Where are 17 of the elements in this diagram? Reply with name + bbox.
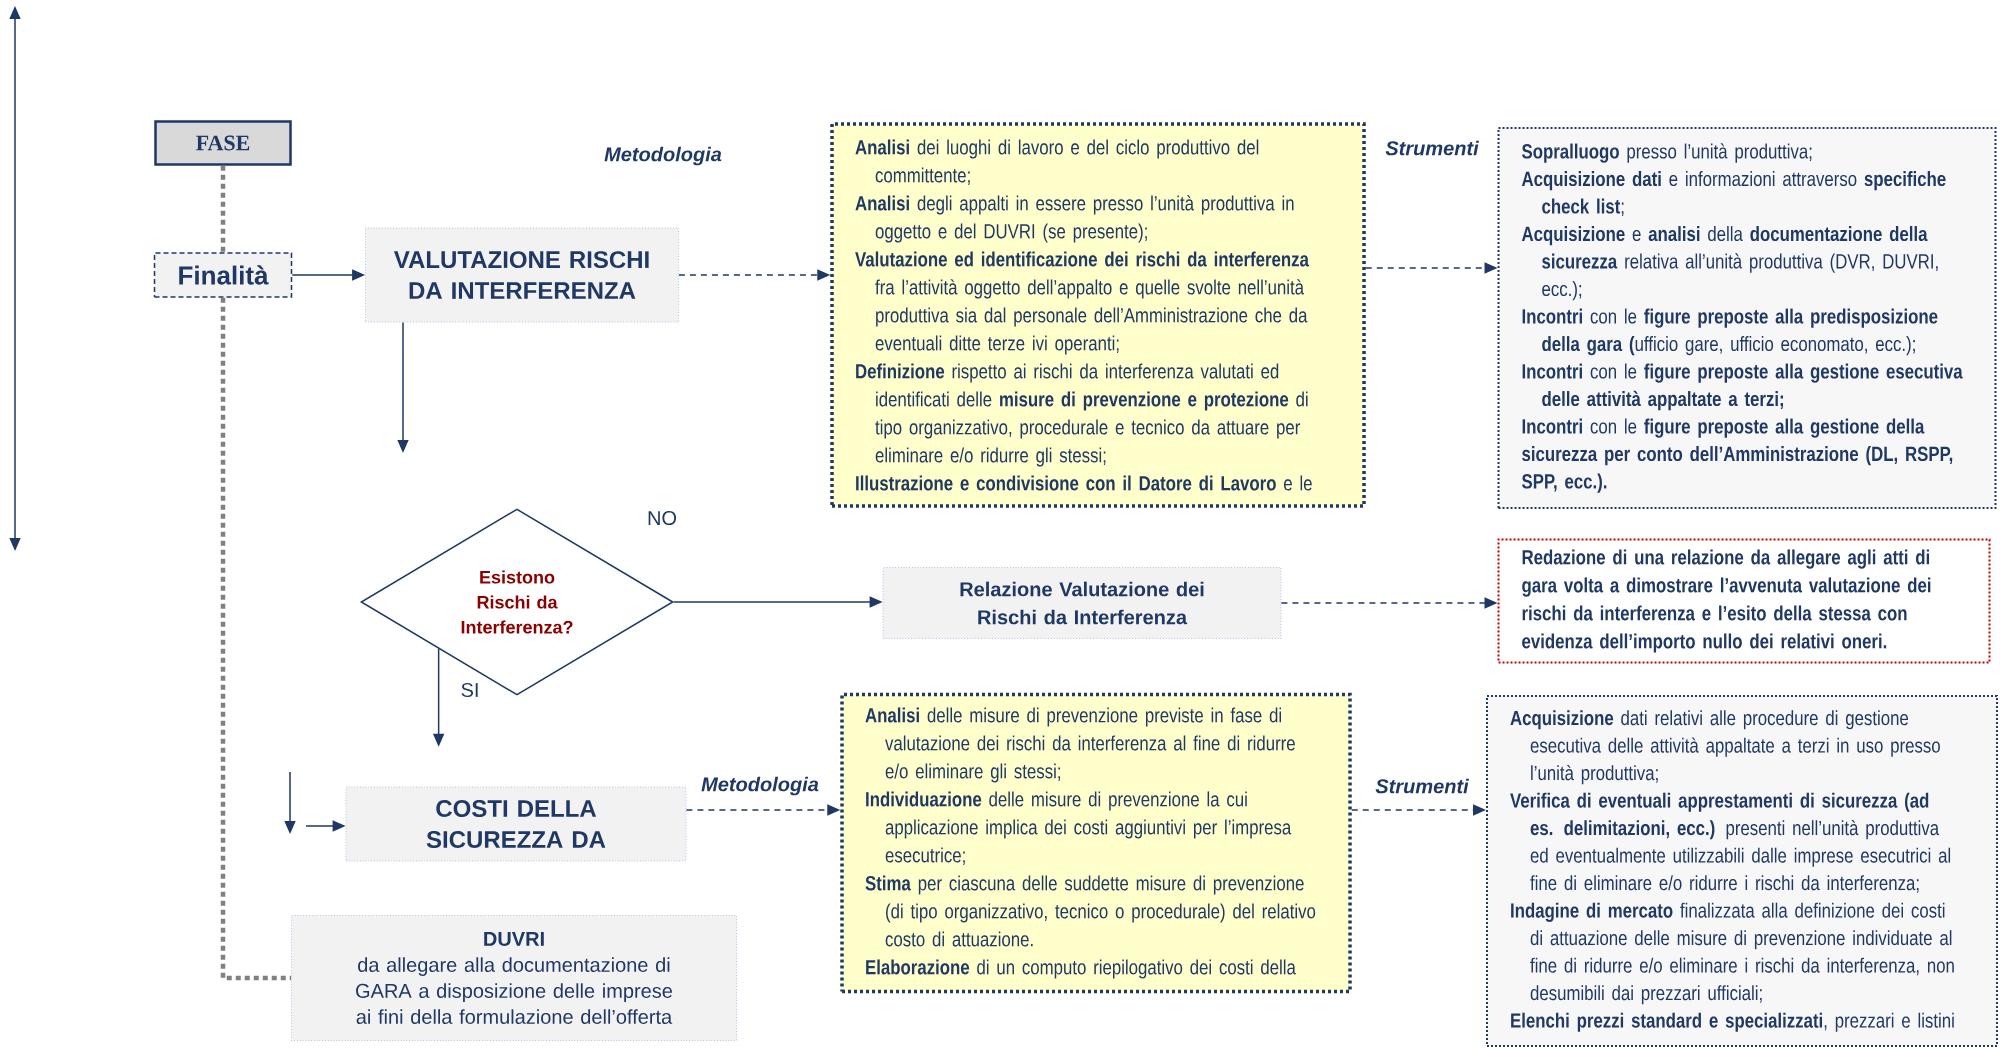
- edge-label: Metodologia: [699, 774, 821, 798]
- process-box: VALUTAZIONE RISCHI DA INTERFERENZA: [365, 227, 679, 323]
- report-box: Redazione di una relazione da allegare agli atti di gara volta a dimostrare l’avvenuta valutazione dei rischi da interferenza e l’esito della stessa con evidenza dell’importo nullo dei relativi oneri.: [1497, 538, 1991, 664]
- tools-box: Sopralluogo presso l’unità produttiva; Acquisizione dati e informazioni attraverso specifiche check list; Acquisizione e analisi della documentazione della sicurezza relativa all’unità produttiva (DVR, DUVRI, ecc.); Incontri con le figure preposte alla predisposizione della gara (ufficio gare, ufficio economato, ecc.); Incontri con le figure preposte alla gestione esecutiva delle attività appaltate a terzi; Incontri con le figure preposte alla gestione della sicurezza per conto dell’Amministrazione (DL, RSPP, SPP, ecc.).: [1497, 127, 1997, 509]
- method-box: Analisi delle misure di prevenzione previste in fase di valutazione dei rischi da interferenza al fine di ridurre e/o eliminare gli stessi; Individuazione delle misure di prevenzione la cui applicazione implica dei costi aggiuntivi per l’impresa esecutrice; Stima per ciascuna delle suddette misure di prevenzione (di tipo organizzativo, tecnico o procedurale) del relativo costo di attuazione. Elaborazione di un computo riepilogativo dei costi della: [840, 692, 1352, 994]
- connector-line: [220, 165, 226, 253]
- document-box: DUVRI da allegare alla documentazione di GARA a disposizione delle imprese ai fini della formulazione dell’offerta: [291, 915, 737, 1041]
- edge-label: Strumenti: [1373, 776, 1471, 796]
- method-box: Analisi dei luoghi di lavoro e del ciclo produttivo del committente; Analisi degli appalti in essere presso l’unità produttiva in oggetto e del DUVRI (se presente); Valutazione ed identificazione dei rischi da interferenza fra l’attività oggetto dell’appalto e quelle svolte nell’unità produttiva sia dal personale dell’Amministrazione che da eventuali ditte terze ivi operanti; Definizione rispetto ai rischi da interferenza valutati ed identificati delle misure di prevenzione e protezione di tipo organizzativo, procedurale e tecnico da attuare per eliminare e/o ridurre gli stessi; Illustrazione e condivisione con il Datore di Lavoro e le: [830, 122, 1366, 508]
- purpose-box: Finalità: [153, 252, 293, 298]
- phase-box: FASE: [154, 120, 292, 166]
- process-box: COSTI DELLA SICUREZZA DA: [345, 786, 687, 862]
- column-heading: Metodologia: [604, 146, 722, 166]
- tools-box: Acquisizione dati relativi alle procedure di gestione esecutiva delle attività appaltate a terzi in uso presso l’unità produttiva; Verifica di eventuali apprestamenti di sicurezza (ad es. delimitazioni, ecc.) presenti nell’unità produttiva ed eventualmente utilizzabili dalle imprese esecutrici al fine di eliminare e/o ridurre i rischi da interferenza; Indagine di mercato finalizzata alla definizione dei costi di attuazione delle misure di prevenzione individuate al fine di ridurre e/o eliminare i rischi da interferenza, non desumibili dai prezzari ufficiali; Elenchi prezzi standard e specializzati, prezzari e listini: [1486, 695, 1998, 1047]
- column-heading: Strumenti: [1385, 140, 1479, 156]
- process-box: Relazione Valutazione dei Rischi da Interferenza: [882, 567, 1282, 639]
- connector-line: [220, 297, 292, 981]
